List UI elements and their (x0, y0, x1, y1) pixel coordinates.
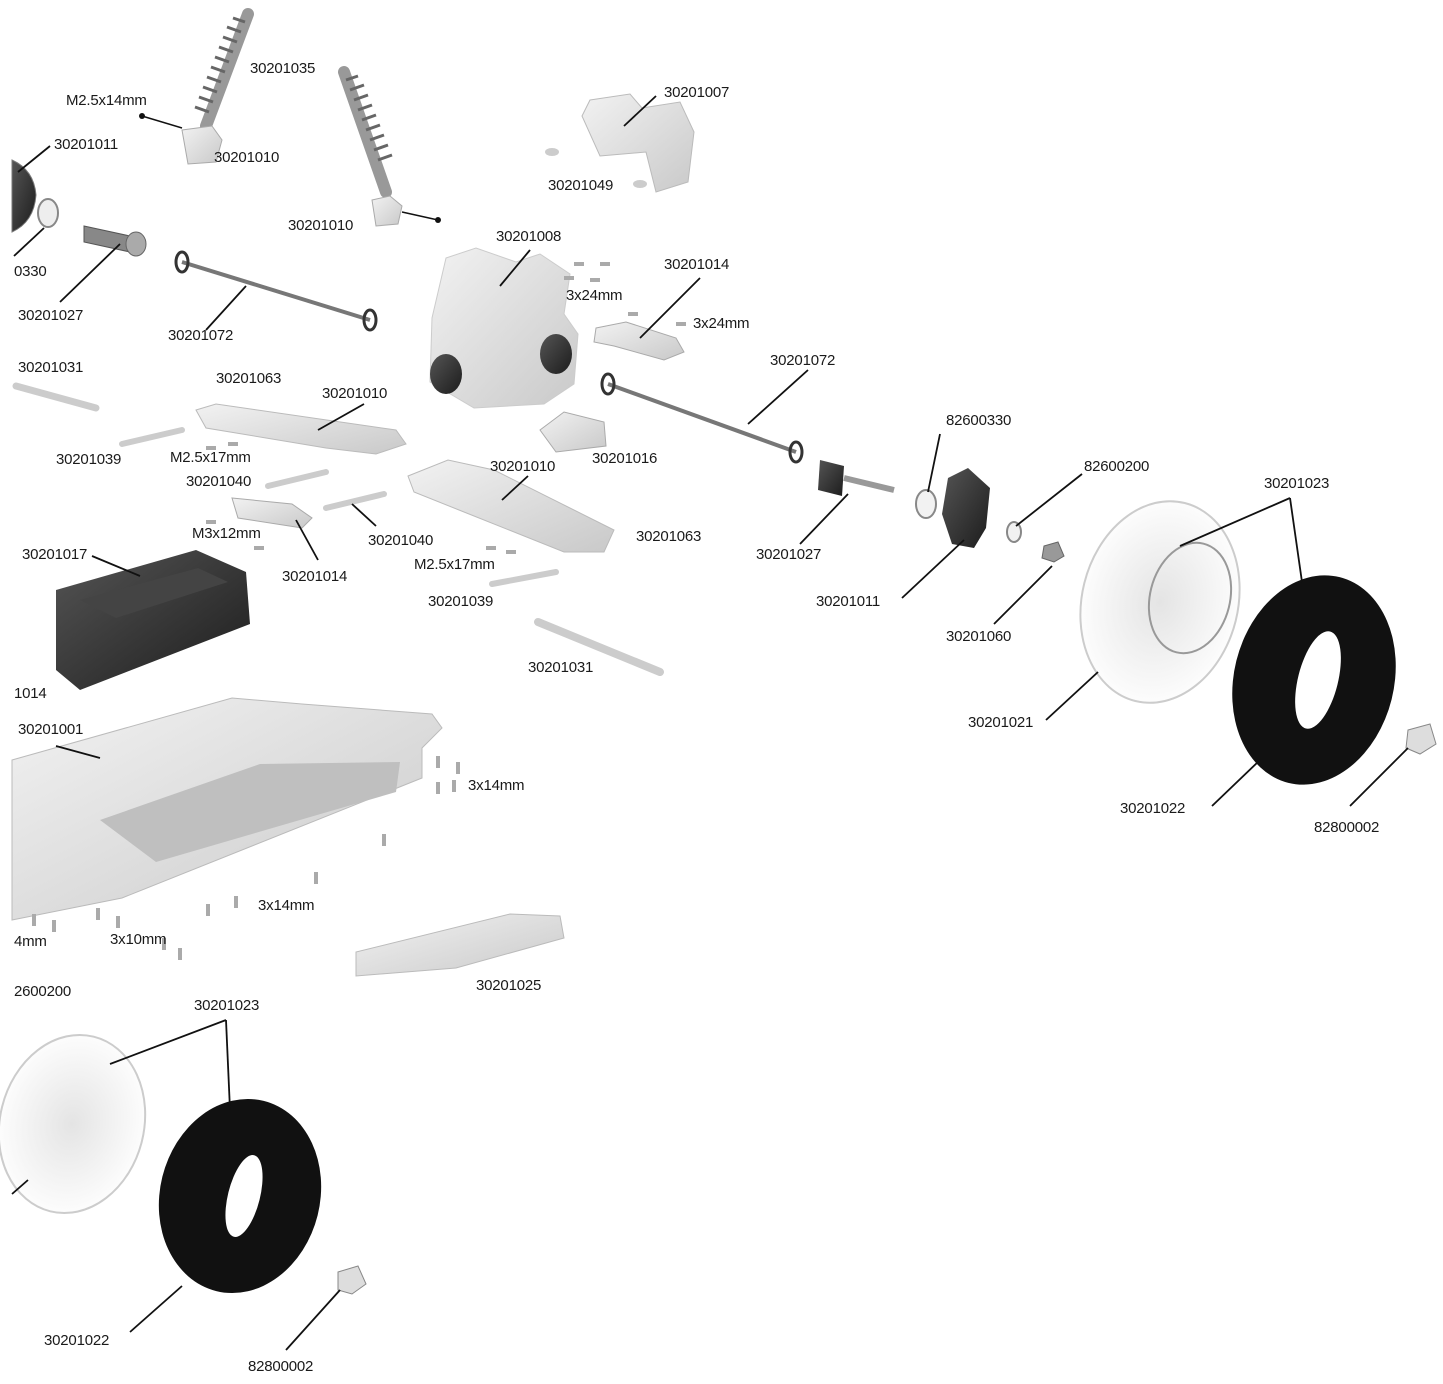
part-nut-82800002-left (337, 1265, 367, 1295)
label-m3x12mm: M3x12mm (192, 525, 261, 542)
part-pin-30201040-a (265, 469, 329, 489)
part-mount-30201014-lower (231, 497, 313, 529)
label-30201072-left: 30201072 (168, 327, 234, 344)
label-m2.5x14mm: M2.5x14mm (66, 92, 147, 109)
label-30201022-left: 30201022 (44, 1332, 110, 1349)
part-block-30201016 (539, 411, 607, 453)
part-driveshaft-30201072-left (174, 250, 378, 332)
label-30201007: 30201007 (664, 84, 730, 101)
part-shock-30201035 (181, 8, 254, 165)
label-30201021: 30201021 (968, 714, 1034, 731)
label-30201014-upper: 30201014 (664, 256, 730, 273)
label-30201010-d: 30201010 (490, 458, 556, 475)
label-30201011-right: 30201011 (816, 593, 881, 610)
label-m2.5x17mm-b: M2.5x17mm (414, 556, 495, 573)
label-3x14mm-b: 3x14mm (258, 897, 315, 914)
label-30201031-right: 30201031 (528, 659, 594, 676)
label-1014: 1014 (14, 685, 47, 702)
label-30201035: 30201035 (250, 60, 316, 77)
part-gearbox-30201008 (429, 247, 579, 409)
label-30201040-a: 30201040 (186, 473, 252, 490)
part-axle-30201027-right (818, 460, 895, 496)
label-30201039-left: 30201039 (56, 451, 122, 468)
label-30201008: 30201008 (496, 228, 562, 245)
part-rim-left-bottom (0, 1033, 147, 1215)
label-30201049: 30201049 (548, 177, 614, 194)
part-shock-second (338, 66, 403, 227)
part-bearing-left-partial (37, 198, 59, 228)
label-30201017: 30201017 (22, 546, 88, 563)
part-arm-lower-30201010 (407, 459, 615, 553)
screw-marks (32, 262, 686, 960)
part-rim-30201021-right (1079, 500, 1241, 704)
label-30201027-left: 30201027 (18, 307, 84, 324)
leader-lines (11, 95, 1409, 1351)
label-30201010-a: 30201010 (214, 149, 280, 166)
part-pin-30201040-b (323, 491, 387, 511)
label-30201011: 30201011 (54, 136, 119, 153)
label-30201063-b: 30201063 (636, 528, 702, 545)
label-2600200: 2600200 (14, 983, 71, 1000)
label-30201010-b: 30201010 (288, 217, 354, 234)
label-30201022-right: 30201022 (1120, 800, 1186, 817)
label-30201060: 30201060 (946, 628, 1012, 645)
label-30201023-left: 30201023 (194, 997, 260, 1014)
label-30201063-a: 30201063 (216, 370, 282, 387)
label-30201025: 30201025 (476, 977, 542, 994)
part-pin-30201031-left (12, 382, 100, 412)
part-knuckle-30201011 (942, 468, 990, 548)
label-30201023-right: 30201023 (1264, 475, 1330, 492)
label-30201039-right: 30201039 (428, 593, 494, 610)
label-82800002-left: 82800002 (248, 1358, 314, 1375)
part-pin-30201039-right (489, 569, 559, 587)
part-hex-30201060 (1041, 541, 1065, 563)
part-bracket-30201007 (581, 93, 695, 193)
label-30201031-left: 30201031 (18, 359, 84, 376)
part-pin-30201031-right (534, 618, 664, 676)
label-3x24mm-a: 3x24mm (566, 287, 623, 304)
part-plate-30201025 (355, 913, 565, 977)
label-4mm: 4mm (14, 933, 47, 950)
label-30201001: 30201001 (18, 721, 84, 738)
label-82800002-right: 82800002 (1314, 819, 1380, 836)
label-30201072-right: 30201072 (770, 352, 836, 369)
label-3x10mm: 3x10mm (110, 931, 167, 948)
label-3x24mm-b: 3x24mm (693, 315, 750, 332)
part-driveshaft-30201072-right (600, 372, 804, 464)
part-arm-upper-30201010 (195, 403, 407, 455)
part-bearing-82600200 (1006, 521, 1022, 543)
label-0330: 0330 (14, 263, 47, 280)
part-mount-30201014-upper (593, 321, 685, 361)
label-82600200: 82600200 (1084, 458, 1150, 475)
label-30201040-b: 30201040 (368, 532, 434, 549)
label-m2.5x17mm-a: M2.5x17mm (170, 449, 251, 466)
label-30201016: 30201016 (592, 450, 658, 467)
label-82600330: 82600330 (946, 412, 1012, 429)
part-bearing-82600330 (915, 489, 937, 519)
label-30201010-c: 30201010 (322, 385, 388, 402)
part-nut-82800002-right (1405, 723, 1437, 755)
label-3x14mm-a: 3x14mm (468, 777, 525, 794)
label-30201014-lower: 30201014 (282, 568, 348, 585)
label-30201027-right: 30201027 (756, 546, 822, 563)
part-pin-30201039-left (119, 427, 185, 447)
